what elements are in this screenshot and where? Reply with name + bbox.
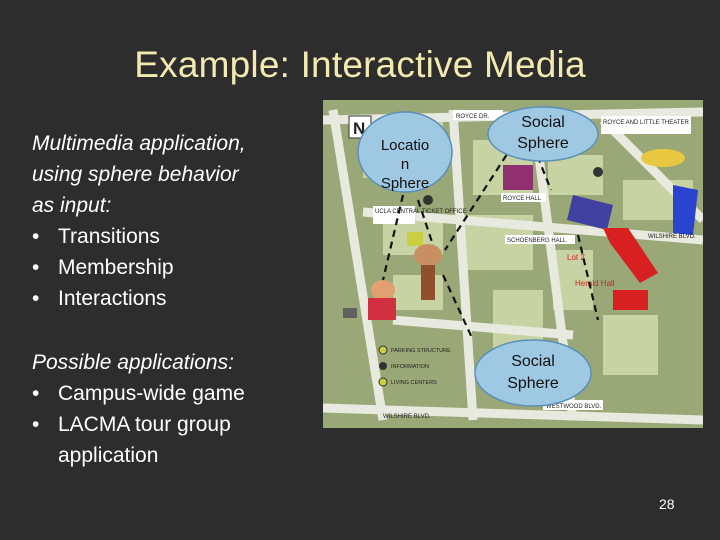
bubble-text: n bbox=[401, 156, 409, 173]
yellow-marker bbox=[641, 149, 685, 167]
list-item-continuation: application bbox=[58, 444, 159, 467]
street-label-westwood: WESTWOOD BLVD. bbox=[546, 404, 602, 410]
building-label-schoenberg: SCHOENBERG HALL bbox=[507, 238, 567, 244]
applications-list: Campus-wide game LACMA tour group bbox=[32, 378, 312, 440]
info-marker-icon bbox=[423, 195, 433, 205]
slide-number: 28 bbox=[659, 496, 675, 512]
bubble-text: Sphere bbox=[517, 135, 569, 152]
purple-building bbox=[503, 165, 533, 190]
intro-line: Multimedia application, bbox=[32, 132, 246, 155]
sphere-links bbox=[381, 144, 600, 341]
list-item: Campus-wide game bbox=[32, 378, 312, 409]
red-building bbox=[613, 290, 648, 310]
campus-map: N ROYCE DR. WESTWOOD BLVD. WILSHIRE BLVD… bbox=[323, 100, 703, 428]
list-item: LACMA tour group bbox=[32, 409, 312, 440]
applications-heading: Possible applications: bbox=[32, 351, 234, 374]
bubble-text: Sphere bbox=[507, 375, 559, 392]
character-head-icon bbox=[371, 280, 395, 300]
character-body-icon bbox=[368, 298, 396, 320]
character-figures bbox=[343, 244, 442, 320]
north-label: N bbox=[353, 119, 365, 138]
character-body-icon bbox=[343, 308, 357, 318]
bubble-text: Locatio bbox=[381, 137, 429, 154]
list-item: Membership bbox=[32, 252, 312, 283]
feature-list: Transitions Membership Interactions bbox=[32, 221, 312, 314]
list-item: Transitions bbox=[32, 221, 312, 252]
character-body-icon bbox=[421, 265, 435, 300]
red-labels: Lot 2 Herald Hall bbox=[567, 253, 615, 288]
location-sphere-bubble: Locatio n Sphere bbox=[357, 111, 453, 193]
herald-label: Herald Hall bbox=[575, 279, 615, 288]
intro-line: as input: bbox=[32, 194, 112, 217]
blue-building bbox=[673, 185, 698, 235]
bubble-text: Social bbox=[521, 114, 565, 131]
building-label-royce-hall: ROYCE HALL bbox=[503, 196, 542, 202]
legend-item: LIVING CENTERS bbox=[391, 380, 437, 386]
info-marker-icon bbox=[593, 167, 603, 177]
building-label-ucla-central: UCLA CENTRAL TICKET OFFICE bbox=[375, 209, 467, 215]
intro-line: using sphere behavior bbox=[32, 163, 239, 186]
bubble-text: Social bbox=[511, 353, 555, 370]
street-labels: ROYCE DR. WESTWOOD BLVD. WILSHIRE BLVD. … bbox=[373, 110, 696, 420]
legend-item: INFORMATION bbox=[391, 364, 429, 370]
map-legend: PARKING STRUCTURE INFORMATION LIVING CEN… bbox=[378, 345, 451, 387]
list-item: Interactions bbox=[32, 283, 312, 314]
street-label-wilshire: WILSHIRE BLVD. bbox=[383, 414, 431, 420]
bubble-text: Sphere bbox=[381, 175, 429, 192]
social-sphere-bubble-top: Social Sphere bbox=[487, 106, 599, 162]
legend-item: PARKING STRUCTURE bbox=[391, 348, 451, 354]
street-label-wilshire: WILSHIRE BLVD. bbox=[648, 234, 696, 240]
slide-title: Example: Interactive Media bbox=[134, 44, 586, 85]
blue-building bbox=[567, 195, 613, 230]
red-building bbox=[603, 228, 658, 283]
lot-label: Lot 2 bbox=[567, 253, 585, 262]
building-label-theater: ROYCE AND LITTLE THEATER bbox=[603, 120, 689, 126]
social-sphere-bubble-bottom: Social Sphere bbox=[474, 339, 592, 407]
applications-block: Possible applications: Campus-wide game … bbox=[32, 347, 312, 471]
intro-block: Multimedia application, using sphere beh… bbox=[32, 128, 312, 314]
street-label-royce: ROYCE DR. bbox=[456, 114, 490, 120]
parking-marker bbox=[407, 232, 423, 246]
character-head-icon bbox=[414, 244, 442, 266]
